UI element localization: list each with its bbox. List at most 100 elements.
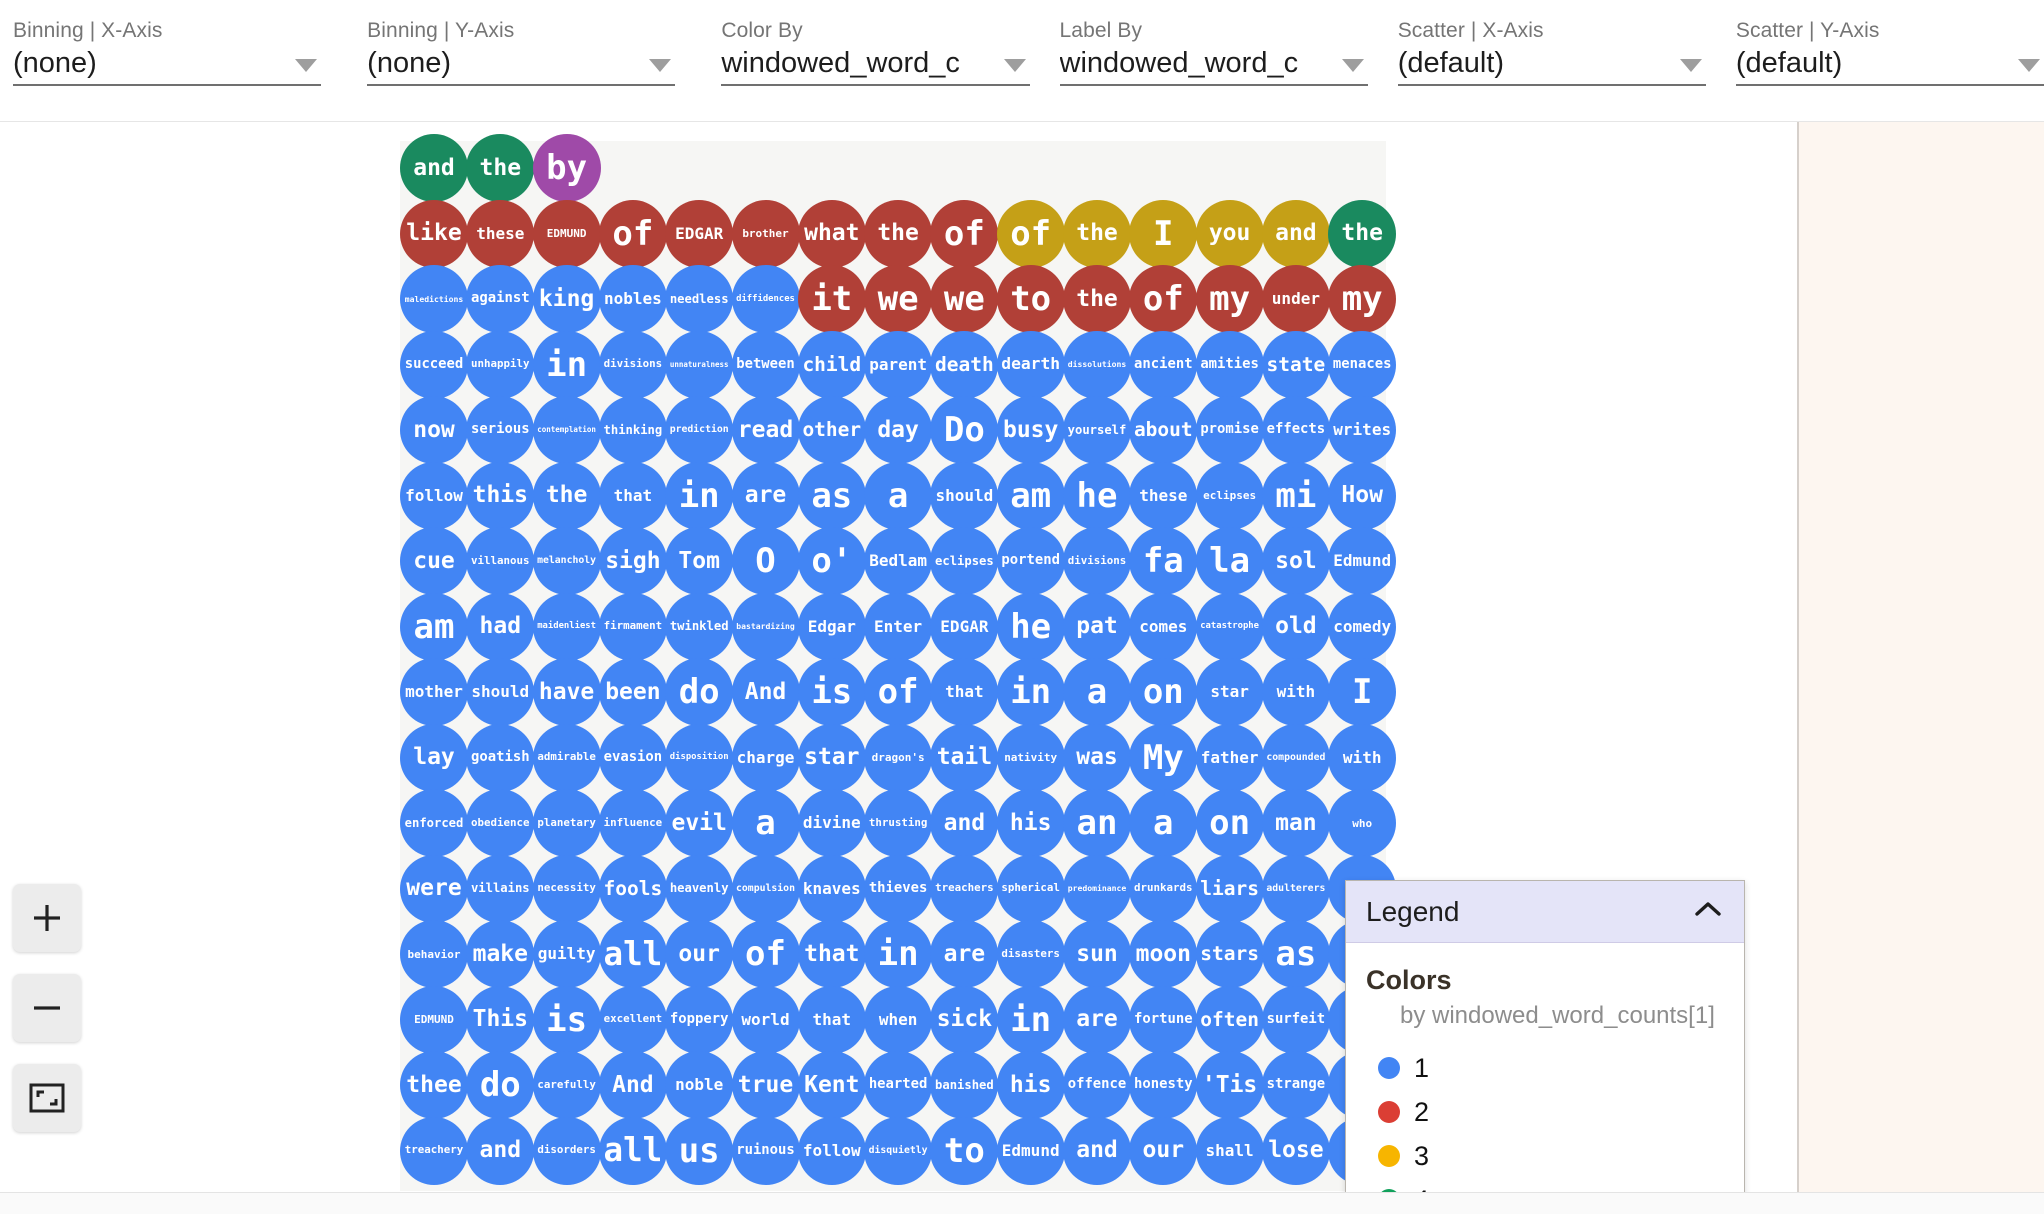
bubble-node[interactable]: disorders [532, 1116, 601, 1185]
bubble-node[interactable]: eclipses [1195, 461, 1264, 530]
bubble-node[interactable]: disasters [996, 920, 1065, 988]
bubble-node[interactable]: and [1261, 199, 1330, 268]
bubble-node[interactable]: us [665, 1116, 734, 1185]
bubble-node[interactable]: yourself [1063, 396, 1131, 464]
zoom-out-button[interactable] [13, 974, 81, 1042]
bubble-node[interactable]: Kent [797, 1051, 866, 1119]
bubble-node[interactable]: as [797, 461, 866, 530]
bubble-node[interactable]: liars [1195, 854, 1264, 923]
bubble-node[interactable]: against [466, 265, 535, 333]
bubble-node[interactable]: lose [1261, 1116, 1330, 1185]
bubble-node[interactable]: disquietly [864, 1116, 933, 1185]
bubble-node[interactable]: in [532, 330, 601, 399]
bubble-node[interactable]: evasion [598, 723, 667, 792]
bubble-node[interactable]: admirable [532, 723, 601, 792]
bubble-node[interactable]: dearth [996, 330, 1065, 399]
bubble-node[interactable]: should [930, 461, 999, 530]
bubble-node[interactable]: to [996, 265, 1065, 333]
bubble-node[interactable]: menaces [1328, 330, 1397, 399]
chevron-down-icon[interactable] [1679, 59, 1702, 72]
bubble-node[interactable]: are [930, 920, 999, 988]
bubble-node[interactable]: comes [1129, 592, 1198, 661]
chevron-down-icon[interactable] [2018, 59, 2041, 72]
bubble-node[interactable]: I [1328, 658, 1397, 726]
bubble-node[interactable]: as [1261, 920, 1330, 988]
bubble-node[interactable]: sick [930, 985, 999, 1054]
bubble-node[interactable]: ancient [1129, 330, 1198, 399]
bubble-node[interactable]: his [996, 789, 1065, 857]
bubble-node[interactable]: fortune [1129, 985, 1198, 1054]
bubble-node[interactable]: mi [1261, 461, 1330, 530]
bubble-node[interactable]: necessity [532, 854, 601, 923]
bubble-node[interactable]: was [1063, 723, 1131, 792]
bubble-node[interactable]: ruinous [731, 1116, 800, 1185]
bubble-node[interactable]: had [466, 592, 535, 661]
bubble-node[interactable]: shall [1195, 1116, 1264, 1185]
bubble-node[interactable]: the [532, 461, 601, 530]
bubble-node[interactable]: busy [996, 396, 1065, 464]
bubble-node[interactable]: the [1063, 199, 1131, 268]
select-scatter-y-axis[interactable]: Scatter | Y-Axis (default) [1735, 18, 2044, 98]
bubble-node[interactable]: and [1063, 1116, 1131, 1185]
select-label-by[interactable]: Label By windowed_word_c [1059, 18, 1368, 98]
bubble-node[interactable]: amities [1195, 330, 1264, 399]
bubble-node[interactable]: la [1195, 527, 1264, 595]
bubble-node[interactable]: Edmund [1328, 527, 1397, 595]
bubble-node[interactable]: sigh [598, 527, 667, 595]
bubble-node[interactable]: EDGAR [665, 199, 734, 268]
bubble-node[interactable]: do [466, 1051, 535, 1119]
bubble-node[interactable]: what [797, 199, 866, 268]
bubble-node[interactable]: is [532, 985, 601, 1054]
bubble-node[interactable]: a [1129, 789, 1198, 857]
bubble-node[interactable]: banished [930, 1051, 999, 1119]
legend-header[interactable]: Legend [1346, 881, 1744, 943]
bubble-node[interactable]: drunkards [1129, 854, 1198, 923]
bubble-node[interactable]: king [532, 265, 601, 333]
bubble-node[interactable]: pat [1063, 592, 1131, 661]
bubble-node[interactable]: eclipses [930, 527, 999, 595]
bubble-node[interactable]: star [797, 723, 866, 792]
bubble-node[interactable]: nativity [996, 723, 1065, 792]
bubble-node[interactable]: guilty [532, 920, 601, 988]
bubble-node[interactable]: his [996, 1051, 1065, 1119]
bubble-node[interactable]: state [1261, 330, 1330, 399]
chevron-down-icon[interactable] [295, 59, 318, 72]
bubble-node[interactable]: surfeit [1261, 985, 1330, 1054]
fit-to-screen-button[interactable] [13, 1064, 81, 1132]
bubble-node[interactable]: spherical [996, 854, 1065, 923]
select-control[interactable]: windowed_word_c [721, 44, 1030, 86]
bubble-node[interactable]: noble [665, 1051, 734, 1119]
bubble-node[interactable]: brother [731, 199, 800, 268]
bubble-node[interactable]: sun [1063, 920, 1131, 988]
bubble-node[interactable]: mother [400, 658, 468, 726]
chevron-down-icon[interactable] [1003, 59, 1026, 72]
select-control[interactable]: (none) [367, 44, 676, 86]
bubble-node[interactable]: often [1195, 985, 1264, 1054]
select-control[interactable]: (default) [1735, 44, 2044, 86]
bubble-node[interactable]: of [598, 199, 667, 268]
select-control[interactable]: (none) [13, 44, 322, 86]
bubble-node[interactable]: we [864, 265, 933, 333]
bubble-node[interactable]: and [930, 789, 999, 857]
bubble-node[interactable]: in [864, 920, 933, 988]
bubble-node[interactable]: are [1063, 985, 1131, 1054]
bubble-node[interactable]: villanous [466, 527, 535, 595]
bubble-node[interactable]: a [731, 789, 800, 857]
bubble-node[interactable]: an [1063, 789, 1131, 857]
bubble-node[interactable]: EDMUND [532, 199, 601, 268]
bubble-node[interactable]: do [665, 658, 734, 726]
legend-panel[interactable]: Legend Colors by windowed_word_counts[1]… [1345, 880, 1745, 1192]
bubble-node[interactable]: unnaturalness [665, 330, 734, 399]
bubble-node[interactable]: influence [598, 789, 667, 857]
bubble-node[interactable]: strange [1261, 1051, 1330, 1119]
bubble-node[interactable]: Bedlam [864, 527, 933, 595]
bubble-node[interactable]: Tom [665, 527, 734, 595]
bubble-node[interactable]: star [1195, 658, 1264, 726]
bubble-node[interactable]: in [996, 985, 1065, 1054]
bubble-node[interactable]: And [598, 1051, 667, 1119]
bubble-node[interactable]: catastrophe [1195, 592, 1264, 661]
bubble-node[interactable]: nobles [598, 265, 667, 333]
bubble-node[interactable]: death [930, 330, 999, 399]
bubble-node[interactable]: moon [1129, 920, 1198, 988]
